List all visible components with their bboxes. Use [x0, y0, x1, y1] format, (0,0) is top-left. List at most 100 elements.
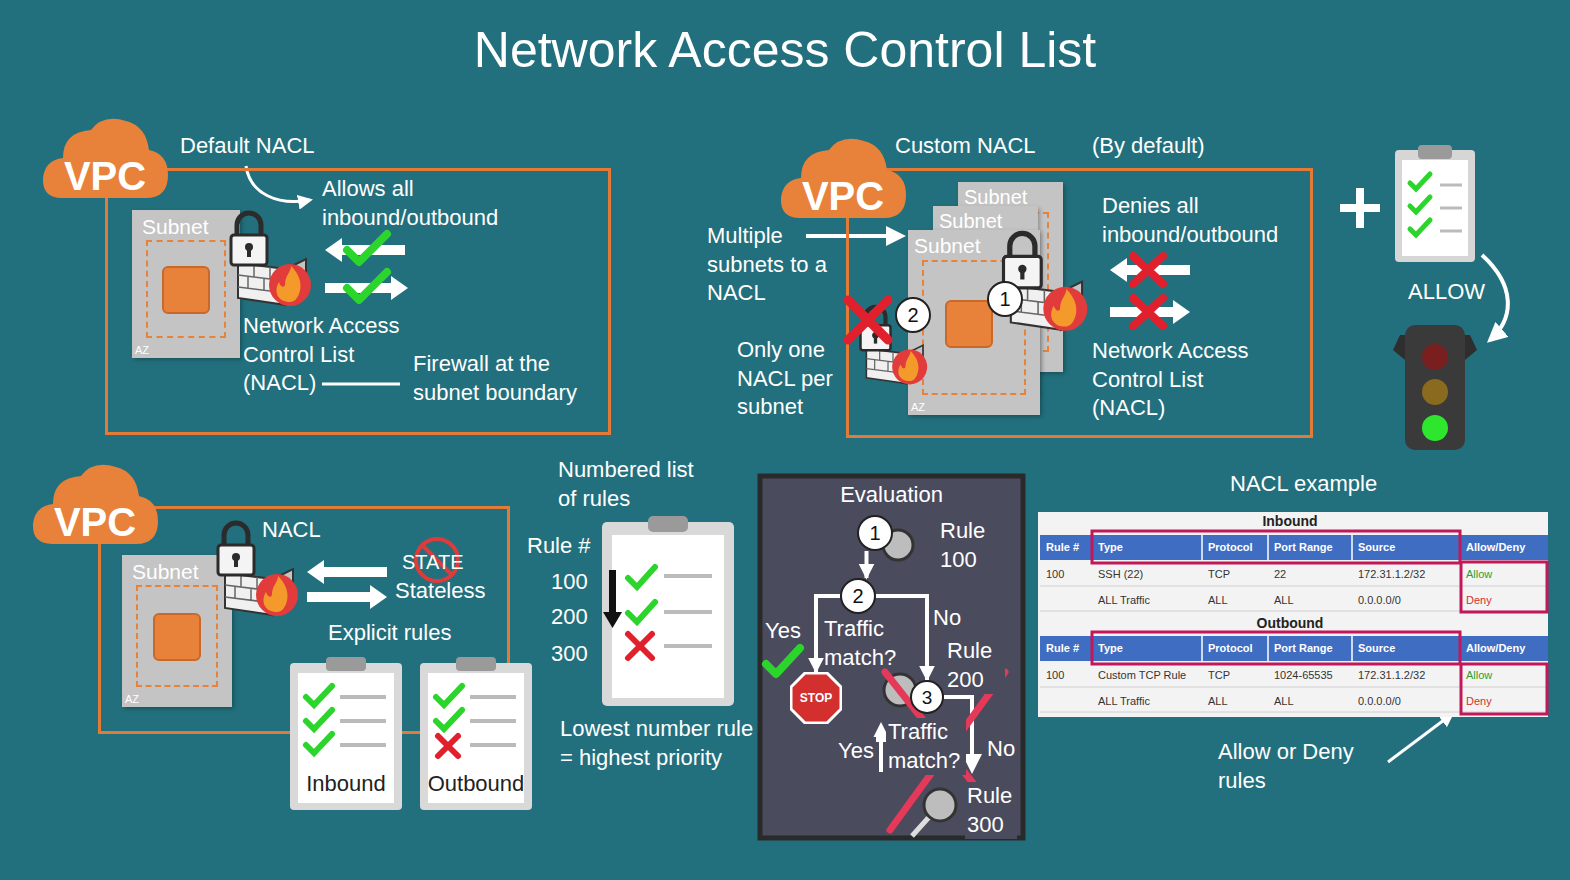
clipboard-label: Inbound: [290, 770, 402, 799]
table-cell-slot: Allow: [1466, 567, 1546, 581]
step-text-slot: 3: [912, 682, 942, 712]
az-label: AZ: [135, 343, 165, 357]
table-cell-slot: TCP: [1208, 668, 1266, 682]
clipboard-label-slot: Inbound: [290, 770, 402, 799]
traffic-light: [1465, 335, 1477, 360]
annotation-text-slot: Multiple subnets to a NACL: [707, 222, 827, 308]
annotation-text-slot: Network Access Control List (NACL): [1092, 337, 1272, 423]
firewall-icon: [218, 213, 1087, 616]
table-cell: Allow/Deny: [1466, 540, 1546, 554]
rule-clipboard: [664, 574, 712, 578]
annotation-text-slot: Network Access Control List (NACL): [243, 312, 418, 398]
annotation-text: Rule 300: [965, 782, 1017, 839]
table-cell-slot: ALL: [1208, 694, 1266, 708]
panel-heading-slot: Evaluation: [760, 481, 1023, 510]
title-text: Network Access Control List: [0, 18, 1570, 83]
check-mark: [436, 710, 462, 729]
check-mark: [306, 734, 332, 753]
subnet-label: Subnet: [964, 184, 1059, 210]
flow-arrow: [865, 551, 869, 578]
table-cell-slot: Deny: [1466, 694, 1546, 708]
annotation-text: No: [985, 735, 1017, 764]
firewall-icon: [218, 523, 298, 616]
traffic-light: [1422, 344, 1448, 370]
step-text: 2: [852, 586, 863, 606]
annotation-text-slot: Rule #: [527, 532, 602, 561]
table-cell-slot: 22: [1274, 567, 1350, 581]
traffic-arrows: [1173, 300, 1190, 324]
flow-decor: [879, 726, 883, 772]
check-mark: [347, 272, 387, 300]
table-cell: Allow: [1466, 567, 1546, 581]
annotation-text: Denies all inbound/outbound: [1102, 192, 1307, 249]
annotation-text: Stateless: [395, 577, 510, 606]
annotation-text: Explicit rules: [328, 619, 488, 648]
frame-heading: Default NACL: [180, 132, 400, 161]
rule-table: [1040, 535, 1548, 560]
check-mark: [306, 686, 332, 705]
step-text: 3: [922, 688, 933, 707]
annotation-text: NACL example: [1230, 470, 1410, 499]
text-line: [340, 719, 386, 723]
annotation-text-slot: No: [985, 735, 1021, 764]
vpc-label-slot: VPC: [30, 496, 160, 548]
annotation-text: Multiple subnets to a NACL: [707, 222, 827, 308]
table-cell-slot: Port Range: [1274, 641, 1350, 655]
clipboard-label-slot: Outbound: [420, 770, 532, 799]
rule-clipboard: [612, 535, 724, 698]
deny-cross: [848, 300, 888, 340]
az-label-slot: AZ: [125, 692, 155, 706]
frame-heading: Custom NACL: [895, 132, 1095, 161]
check-mark: [347, 234, 387, 300]
step-number: 3: [910, 680, 944, 714]
rule-table: [1092, 535, 1460, 661]
table-cell-slot: 100: [1046, 668, 1090, 682]
clipboard-shape: [326, 657, 366, 671]
annotation-text-slot: Firewall at the subnet boundary: [413, 350, 603, 407]
rule-clipboard: [602, 522, 734, 706]
rule-clipboard: [609, 570, 616, 612]
subnet-box: SubnetAZ: [132, 210, 240, 358]
table-cell-slot: Port Range: [1274, 540, 1350, 554]
clipboard-shape: [290, 663, 402, 810]
deny-cross: [1133, 256, 1163, 284]
annotation-text: Network Access Control List (NACL): [1092, 337, 1272, 423]
table-cell-slot: Source: [1358, 540, 1458, 554]
stop-shape: [791, 673, 841, 723]
annotation-text-slot: STATE: [402, 549, 482, 575]
table-cell-slot: Rule #: [1046, 540, 1090, 554]
table-cell: 22: [1274, 567, 1350, 581]
table-cell-slot: 0.0.0.0/0: [1358, 593, 1458, 607]
pointer-arrow: [1482, 255, 1508, 340]
subnet-label: Subnet: [132, 558, 227, 585]
table-cell: ALL Traffic: [1098, 694, 1200, 708]
subnet-label-slot: Subnet: [914, 232, 1024, 259]
table-heading-slot: Inbound: [1220, 512, 1360, 530]
annotation-text-slot: Allow or Deny rules: [1218, 738, 1378, 795]
annotation-text: No: [933, 604, 967, 633]
table-cell-slot: ALL: [1274, 694, 1350, 708]
annotation-text: Only one NACL per subnet: [737, 336, 847, 422]
subnet-label: Subnet: [914, 232, 1024, 259]
table-cell-slot: 0.0.0.0/0: [1358, 694, 1458, 708]
callout-number: 1: [987, 281, 1023, 317]
magnifier: [912, 816, 930, 836]
rule-table: [1038, 512, 1548, 717]
table-cell: Port Range: [1274, 540, 1350, 554]
check-mark: [306, 710, 332, 729]
rule-clipboard: [664, 610, 712, 614]
table-cell: Source: [1358, 540, 1458, 554]
stop-text: STOP: [800, 692, 832, 704]
table-cell: Source: [1358, 641, 1458, 655]
text-line: [470, 719, 516, 723]
pointer-arrow: [322, 383, 400, 386]
table-heading: Outbound: [1220, 614, 1360, 632]
stop-text-slot: STOP: [790, 672, 842, 724]
allow-clipboard: [1402, 160, 1468, 256]
annotation-text-slot: Traffic match?: [824, 615, 904, 672]
step-number: 1: [857, 515, 893, 551]
vpc-label: VPC: [40, 150, 170, 202]
magnifier: [924, 789, 956, 821]
table-heading-slot: Outbound: [1220, 614, 1360, 632]
rules-clipboard: Inbound: [290, 655, 402, 810]
